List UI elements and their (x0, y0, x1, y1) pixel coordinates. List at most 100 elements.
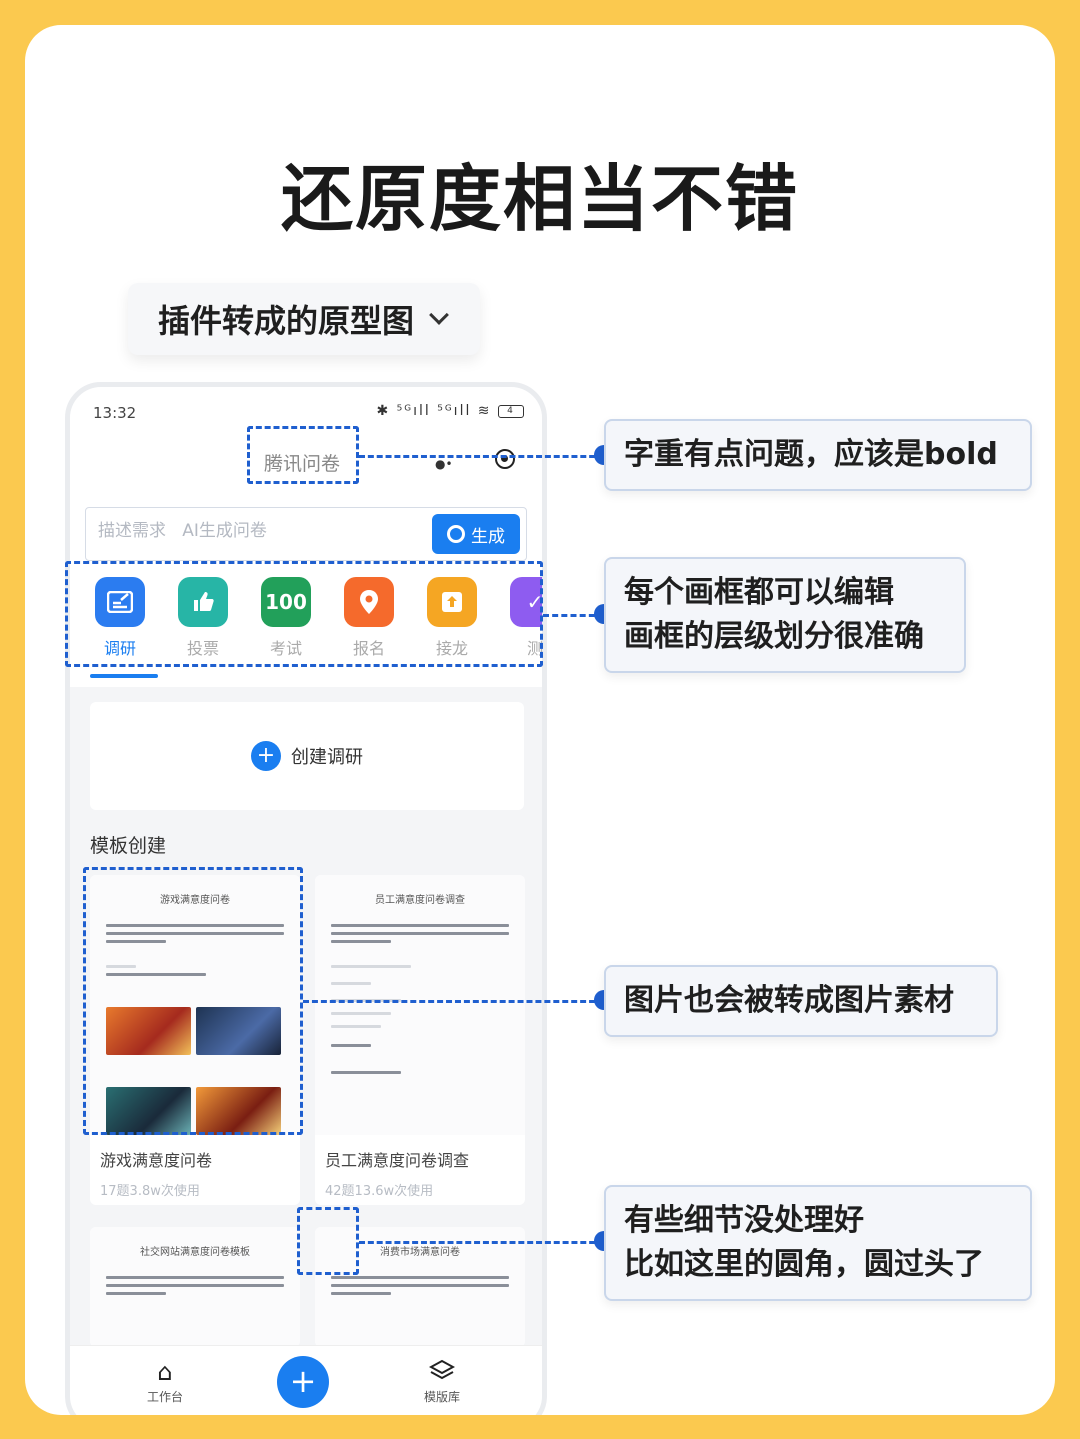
category-label: 调研 (103, 639, 136, 658)
preview-line (106, 1284, 284, 1287)
headline: 还原度相当不错 (280, 157, 799, 241)
preview-line (331, 1276, 509, 1279)
active-tab-indicator (90, 674, 158, 678)
ring-icon (447, 525, 465, 543)
preview-title: 游戏满意度问卷 (160, 895, 230, 906)
nav-label: 工作台 (146, 1390, 183, 1404)
callout-text: 图片也会被转成图片素材 (624, 983, 954, 1018)
category-test[interactable]: ✓ 测 (505, 577, 543, 659)
annotation-leader-3 (303, 1000, 604, 1003)
preview-line (331, 1012, 391, 1015)
callout-font-weight: 字重有点问题，应该是bold (604, 419, 1032, 491)
callout-text: 画框的层级划分很准确 (624, 619, 924, 654)
callout-details: 有些细节没处理好 比如这里的圆角，圆过头了 (604, 1185, 1032, 1301)
prototype-dropdown[interactable]: 插件转成的原型图 (128, 283, 480, 355)
category-vote[interactable]: 投票 (173, 577, 233, 659)
preview-line (331, 940, 391, 943)
preview-line (331, 1044, 371, 1047)
generate-button[interactable]: 生成 (432, 514, 520, 554)
annotation-frame-title (247, 426, 359, 484)
chevron-down-icon (429, 305, 449, 325)
template-card-employee[interactable]: 员工满意度问卷调查 员工满意度问卷调查 42题13.6w次使用 (315, 875, 525, 1205)
preview-line (331, 982, 371, 985)
preview-line (106, 932, 284, 935)
ai-search-bar: 生成 (85, 507, 527, 561)
game-image-2 (196, 1007, 281, 1055)
category-bar: 调研 投票 100 考试 报名 接 (70, 577, 542, 677)
callout-images: 图片也会被转成图片素材 (604, 965, 998, 1037)
annotation-frame-categories (65, 561, 543, 667)
template-card-social[interactable]: 社交网站满意度问卷模板 (90, 1227, 300, 1347)
preview-line (331, 1292, 391, 1295)
category-label: 考试 (269, 639, 302, 658)
annotation-leader-1 (359, 455, 604, 458)
preview-line (106, 965, 136, 968)
annotation-leader-2 (543, 614, 604, 617)
add-fab-button[interactable]: + (277, 1356, 329, 1408)
app-title: 腾讯问卷 (264, 453, 341, 475)
template-preview: 社交网站满意度问卷模板 (90, 1227, 300, 1347)
game-image-1 (106, 1007, 191, 1055)
preview-title: 消费市场满意问卷 (380, 1247, 460, 1258)
category-signup[interactable]: 报名 (339, 577, 399, 659)
home-icon: ⌂ (157, 1358, 173, 1386)
preview-line (106, 973, 206, 976)
callout-text: 有些细节没处理好 (624, 1203, 864, 1238)
preview-line (106, 940, 166, 943)
signal-icons: ✱ ⁵ᴳıll ⁵ᴳıll ≋ (376, 403, 492, 419)
content-card: 还原度相当不错 插件转成的原型图 13:32 ✱ ⁵ᴳıll ⁵ᴳıll ≋ 4… (25, 25, 1055, 1415)
preview-title: 员工满意度问卷调查 (375, 895, 465, 906)
template-preview: 游戏满意度问卷 (90, 875, 300, 1135)
status-time: 13:32 (93, 404, 137, 422)
callout-text: 字重有点问题，应该是bold (624, 437, 998, 472)
annotation-leader-4 (359, 1241, 604, 1244)
generate-label: 生成 (471, 526, 505, 547)
mini-program-close-icon[interactable] (495, 449, 515, 469)
preview-line (106, 924, 284, 927)
ai-search-input[interactable] (98, 521, 398, 541)
callout-text: 每个画框都可以编辑 (624, 575, 894, 610)
callout-text: 比如这里的圆角，圆过头了 (624, 1247, 984, 1282)
category-label: 报名 (352, 639, 385, 658)
section-title: 模板创建 (90, 835, 167, 857)
game-image-4 (196, 1087, 281, 1135)
bottom-nav: ⌂ 工作台 + 模版库 (70, 1345, 542, 1415)
template-card-consumer[interactable]: 消费市场满意问卷 (315, 1227, 525, 1347)
template-card-game[interactable]: 游戏满意度问卷 游戏满意度问卷 17题3.8w次使用 (90, 875, 300, 1205)
template-name: 游戏满意度问卷 (100, 1151, 213, 1170)
annotation-frame-radius (297, 1207, 359, 1275)
exam-glyph: 100 (265, 590, 307, 614)
category-label: 测 (526, 639, 543, 658)
category-label: 投票 (186, 639, 219, 658)
category-relay[interactable]: 接龙 (422, 577, 482, 659)
category-exam[interactable]: 100 考试 (256, 577, 316, 659)
template-name: 员工满意度问卷调查 (325, 1151, 470, 1170)
category-label: 接龙 (435, 639, 468, 658)
preview-line (106, 1276, 284, 1279)
nav-workbench[interactable]: ⌂ 工作台 (125, 1358, 205, 1405)
template-preview: 员工满意度问卷调查 (315, 875, 525, 1135)
survey-icon (95, 577, 145, 627)
annotation-frame-images (83, 867, 303, 1135)
preview-line (331, 924, 509, 927)
template-meta: 17题3.8w次使用 (100, 1184, 200, 1199)
category-survey[interactable]: 调研 (90, 577, 150, 659)
callout-frames: 每个画框都可以编辑 画框的层级划分很准确 (604, 557, 966, 673)
preview-line (331, 1284, 509, 1287)
nav-library[interactable]: 模版库 (402, 1358, 482, 1405)
template-meta: 42题13.6w次使用 (325, 1184, 434, 1199)
location-pin-icon (344, 577, 394, 627)
game-image-3 (106, 1087, 191, 1135)
create-survey-button[interactable]: + 创建调研 (90, 702, 524, 810)
preview-line (106, 1292, 166, 1295)
more-dots-icon[interactable]: ●• (435, 457, 453, 471)
plus-icon: + (251, 741, 281, 771)
layers-icon (402, 1358, 482, 1388)
preview-line (331, 1071, 401, 1074)
nav-label: 模版库 (423, 1390, 460, 1404)
status-icons: ✱ ⁵ᴳıll ⁵ᴳıll ≋ 4 (376, 403, 524, 419)
battery-icon: 4 (498, 404, 524, 418)
exam-100-icon: 100 (261, 577, 311, 627)
preview-line (331, 965, 411, 968)
thumbs-up-icon (178, 577, 228, 627)
